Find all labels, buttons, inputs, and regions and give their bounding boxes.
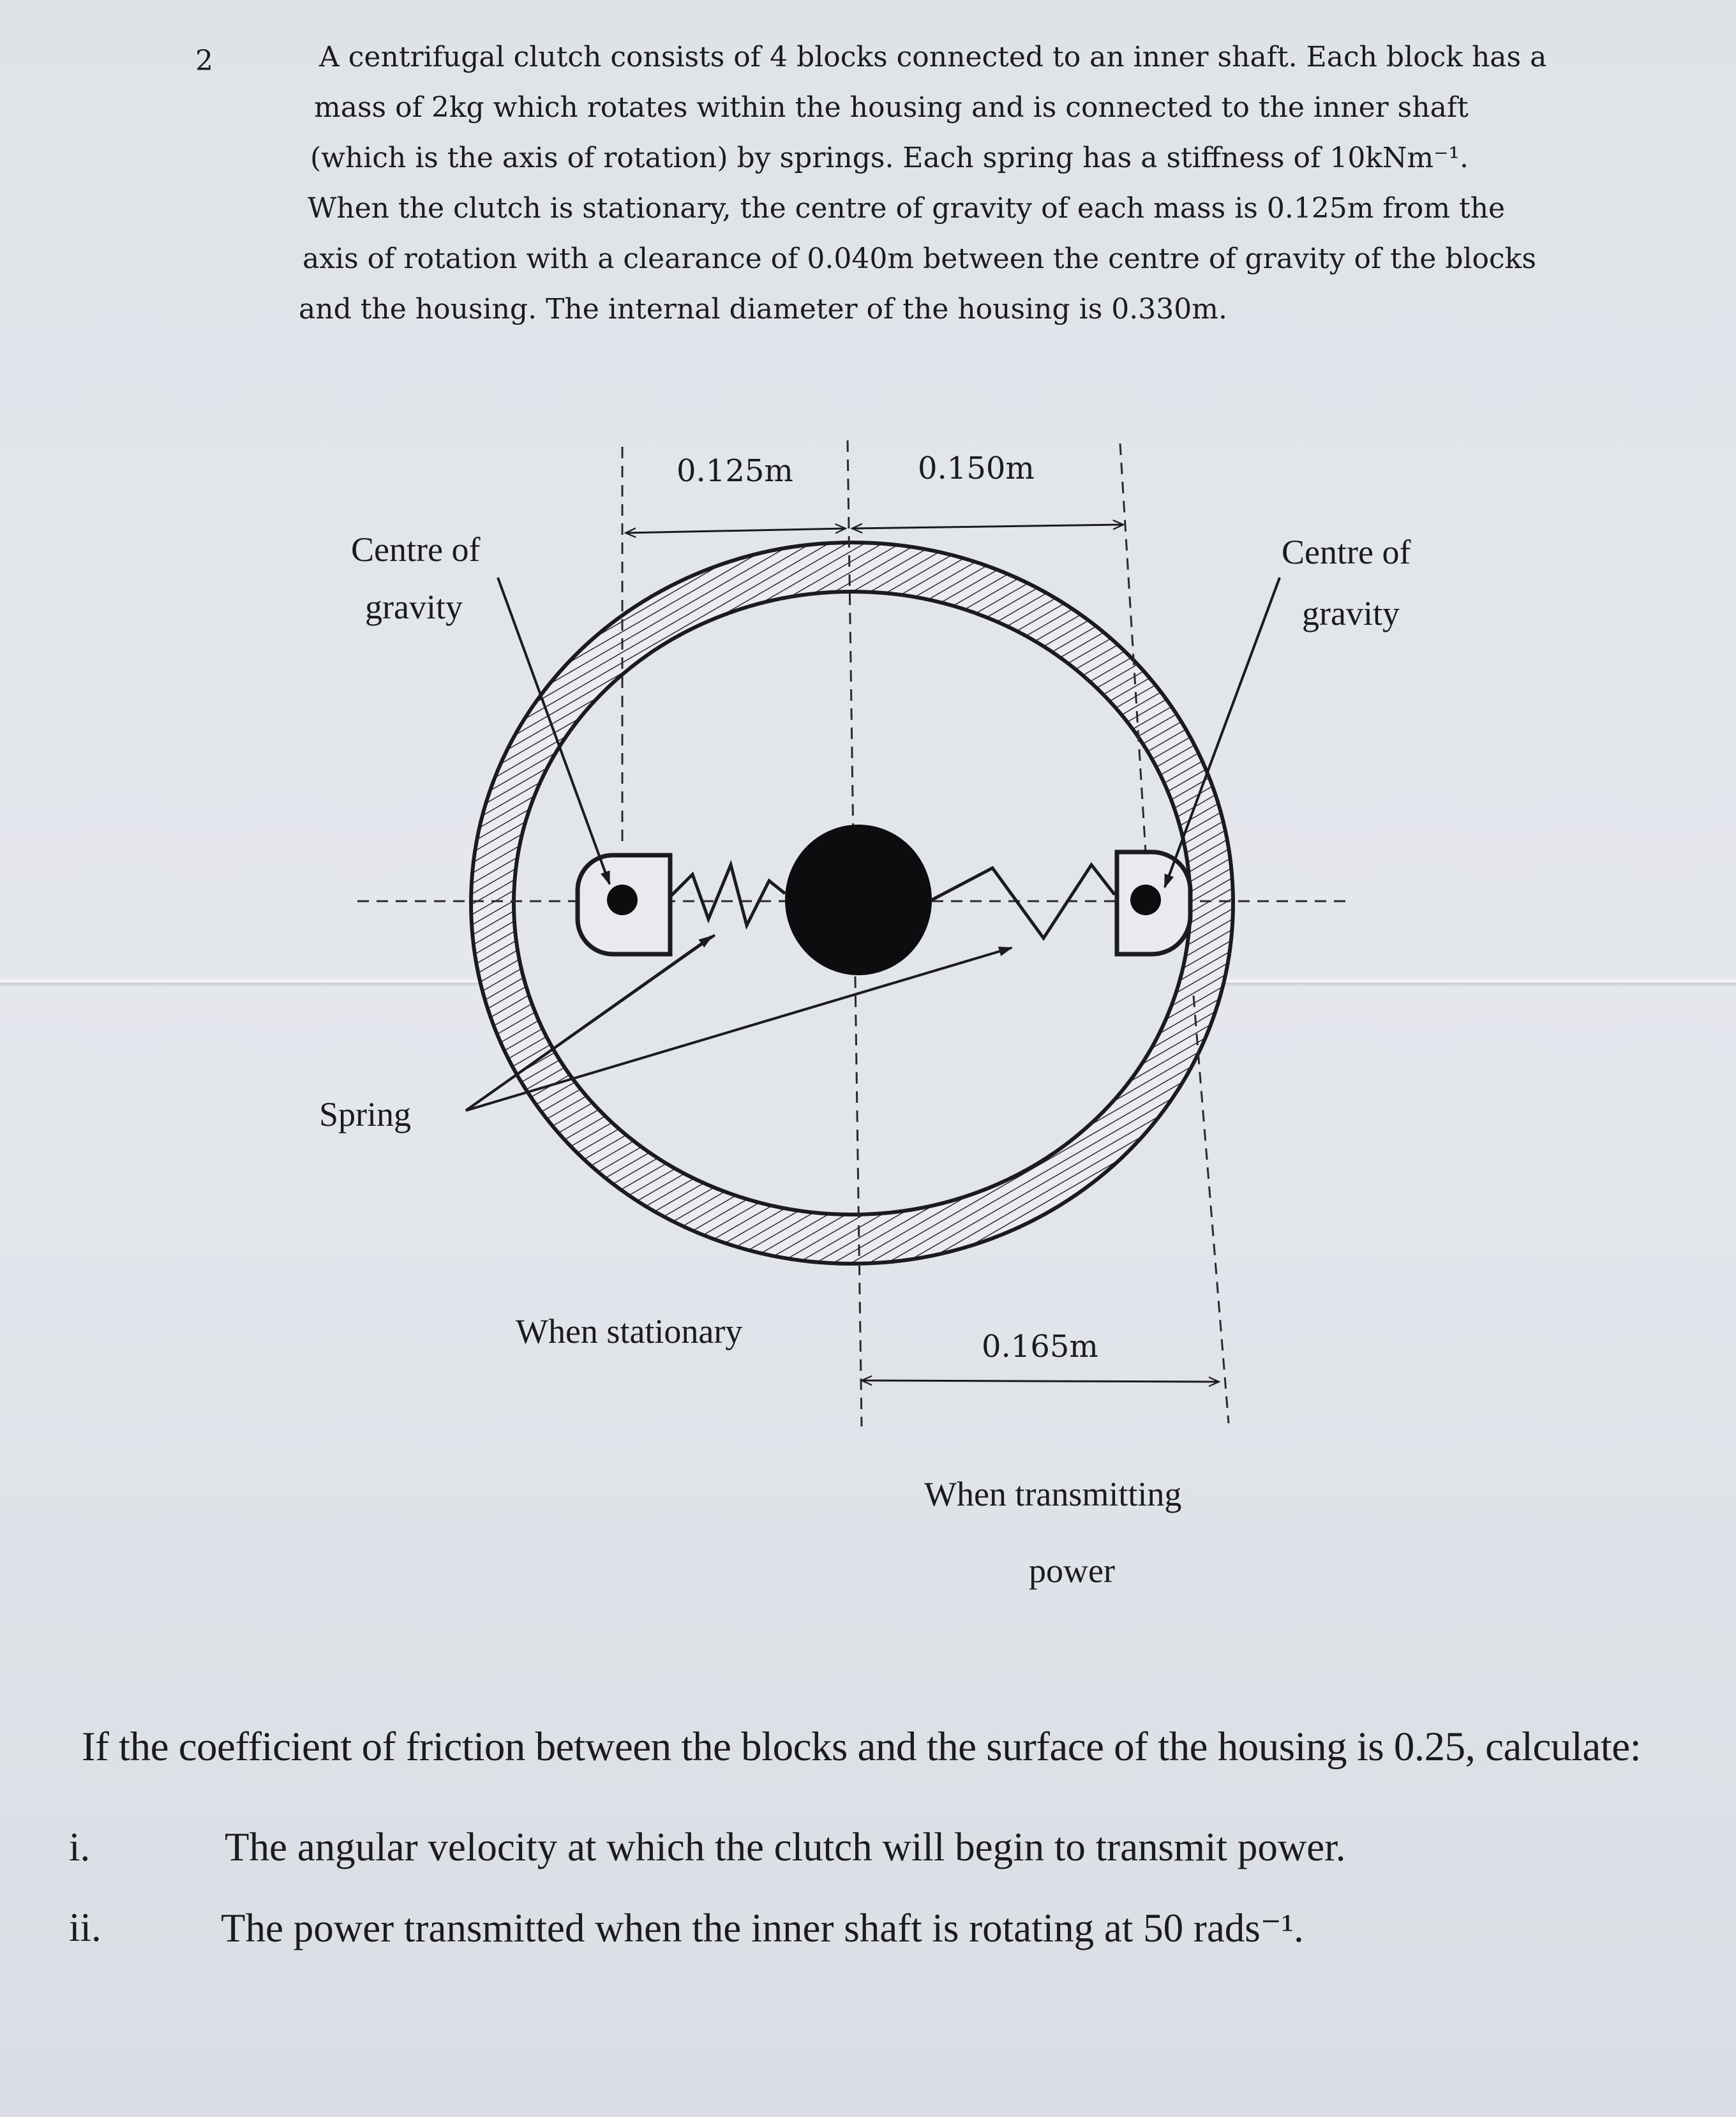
inner-shaft: [785, 825, 932, 975]
part-number: i.: [69, 1825, 91, 1869]
task-lead: If the coefficient of friction between t…: [82, 1724, 1642, 1770]
cog-label-left: Centre of: [351, 530, 481, 569]
block-left: [575, 853, 673, 957]
part-number: ii.: [69, 1905, 101, 1950]
cog-label-right: Centre of: [1282, 533, 1411, 571]
intro-line: axis of rotation with a clearance of 0.0…: [303, 243, 1536, 275]
spring-leader-start: [465, 935, 713, 1112]
dimension-label: 0.125m: [677, 453, 793, 489]
spring-left: [669, 860, 786, 931]
intro-line: and the housing. The internal diameter o…: [299, 293, 1227, 325]
question-intro: A centrifugal clutch consists of 4 block…: [299, 32, 1547, 334]
dimension-label: 0.165m: [982, 1329, 1098, 1365]
dimension-label: 0.150m: [918, 451, 1035, 486]
intro-line: A centrifugal clutch consists of 4 block…: [319, 41, 1547, 73]
block-right: [1114, 849, 1193, 957]
transmitting-label: When transmitting: [924, 1475, 1182, 1513]
intro-line: (which is the axis of rotation) by sprin…: [310, 142, 1469, 174]
cog-label-right: gravity: [1302, 594, 1400, 632]
stationary-label: When stationary: [516, 1312, 743, 1350]
question-number: 2: [195, 45, 213, 77]
transmitting-label: power: [1029, 1552, 1115, 1590]
part-text: The power transmitted when the inner sha…: [221, 1906, 1304, 1950]
intro-line: When the clutch is stationary, the centr…: [308, 192, 1506, 225]
dimension-arrows: [625, 525, 1219, 1382]
spring-label: Spring: [319, 1095, 412, 1133]
intro-line: mass of 2kg which rotates within the hou…: [314, 91, 1469, 124]
cog-label-left: gravity: [365, 588, 463, 626]
part-text: The angular velocity at which the clutch…: [225, 1825, 1346, 1869]
